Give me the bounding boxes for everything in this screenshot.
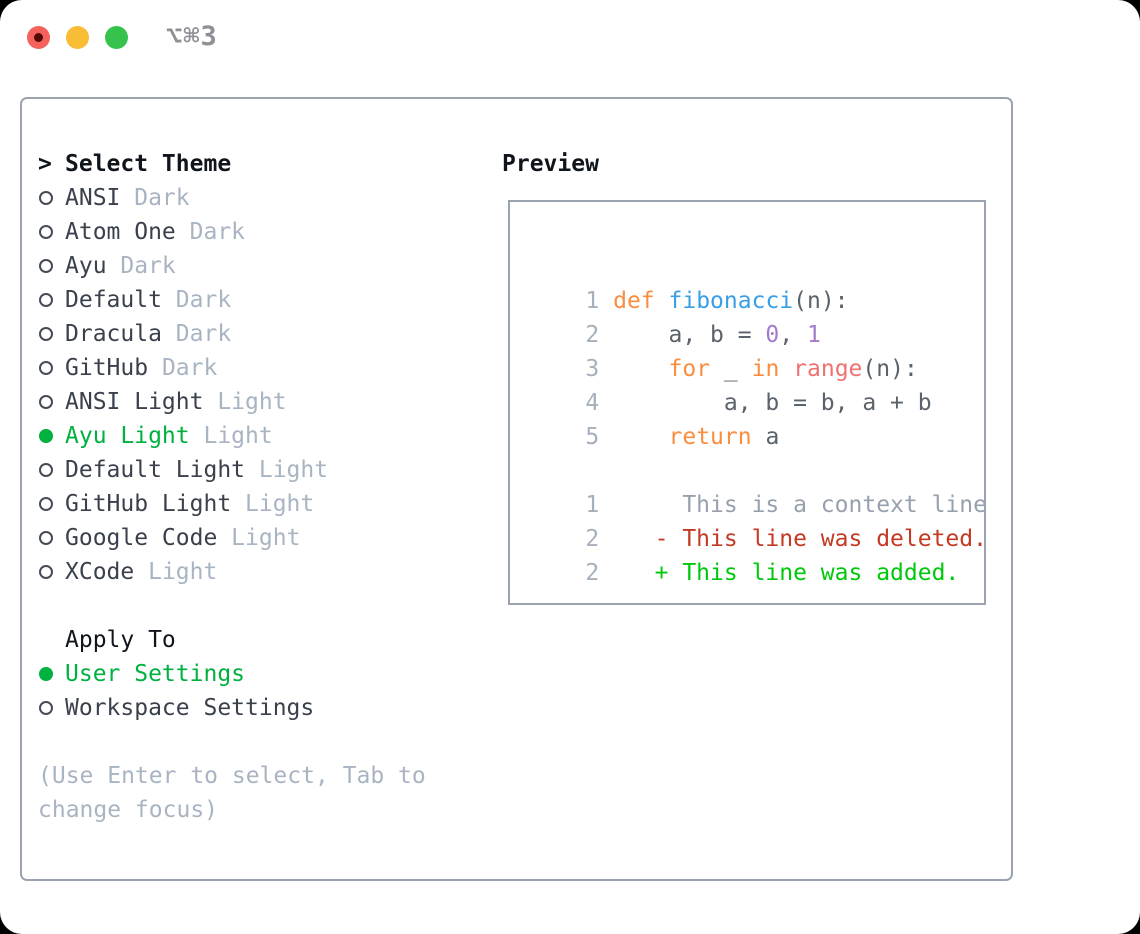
hint-line-2: change focus) [38,797,219,823]
apply-to-option-workspace-settings[interactable]: Workspace Settings [38,691,426,725]
theme-option-ansi-light-light[interactable]: ANSI Light Light [38,385,426,419]
theme-name: GitHub [65,355,149,381]
radio-icon [39,463,53,477]
line-content: a, b = b, a + b [599,390,932,416]
radio-icon [39,667,53,681]
preview-title: Preview [502,151,599,177]
radio-icon [39,191,53,205]
theme-name: Default [65,287,162,313]
radio-icon [39,225,53,239]
theme-variant: Light [134,559,218,585]
line-content: return a [668,424,780,450]
theme-list: ANSI Dark Atom One Dark Ayu Dark Default… [38,181,426,589]
unsaved-dot-icon [34,33,43,42]
radio-icon [39,531,53,545]
apply-to-title: Apply To [65,627,176,653]
apply-to-option-user-settings[interactable]: User Settings [38,657,426,691]
zoom-button[interactable] [105,26,128,49]
theme-name: Dracula [65,321,162,347]
theme-variant: Dark [161,287,232,313]
theme-option-github-light-light[interactable]: GitHub Light Light [38,487,426,521]
line-number: 2 [585,560,600,586]
theme-variant: Light [245,457,329,483]
radio-icon [39,327,53,341]
radio-icon [39,395,53,409]
theme-name: Atom One [65,219,176,245]
theme-variant: Light [189,423,273,449]
code-line: 5 return a [530,386,984,450]
code-line: 3 for _ in range(n): [530,318,984,382]
radio-icon [39,497,53,511]
line-number: 1 [585,288,600,314]
theme-option-xcode-light[interactable]: XCode Light [38,555,426,589]
theme-variant: Dark [161,321,232,347]
line-number: 2 [585,322,600,348]
line-number: 5 [585,424,600,450]
window-title: ⌥⌘3 [166,21,218,52]
spacer-row [38,589,426,623]
theme-list-column: > Select Theme ANSI Dark Atom One Dark Ay… [38,147,426,827]
theme-picker-panel: > Select Theme ANSI Dark Atom One Dark Ay… [20,97,1013,881]
radio-icon [39,701,53,715]
code-line: 2 - This line was deleted. [530,488,984,552]
line-content: a, b = 0, 1 [599,322,821,348]
theme-option-google-code-light[interactable]: Google Code Light [38,521,426,555]
line-number: 4 [585,390,600,416]
apply-to-label: Workspace Settings [65,695,315,721]
theme-variant: Dark [120,185,190,211]
theme-name: GitHub Light [65,491,232,517]
close-button[interactable] [27,26,50,49]
line-content: + This line was added. [599,560,960,586]
theme-name: ANSI [65,185,121,211]
theme-name: ANSI Light [65,389,204,415]
radio-icon [39,565,53,579]
theme-name: Ayu Light [65,423,190,449]
theme-option-dracula-dark[interactable]: Dracula Dark [38,317,426,351]
radio-icon [39,259,53,273]
theme-option-ayu-dark[interactable]: Ayu Dark [38,249,426,283]
theme-variant: Light [203,389,287,415]
code-line: 1 This is a context line. [530,454,984,518]
theme-name: XCode [65,559,135,585]
apply-to-label: User Settings [65,661,246,687]
line-content: - This line was deleted. [599,526,986,552]
code-preview: 1 def fibonacci(n): 2 a, b = 0, 1 3 for … [530,250,984,586]
theme-option-atom-one-dark[interactable]: Atom One Dark [38,215,426,249]
theme-name: Google Code [65,525,218,551]
hint-line-1: (Use Enter to select, Tab to [38,763,426,789]
theme-variant: Dark [175,219,246,245]
line-content: for _ in range(n): [668,356,918,382]
cursor-prefix-icon: > [38,151,52,177]
radio-icon [39,293,53,307]
select-theme-header-row: > Select Theme [38,147,426,181]
code-line: 1 def fibonacci(n): [530,250,984,314]
line-content: This is a context line. [599,492,986,518]
line-content: def fibonacci(n): [613,288,849,314]
theme-option-default-light-light[interactable]: Default Light Light [38,453,426,487]
minimize-button[interactable] [66,26,89,49]
radio-icon [39,361,53,375]
line-number: 3 [585,356,600,382]
theme-name: Default Light [65,457,246,483]
radio-icon [39,429,53,443]
theme-option-ansi-dark[interactable]: ANSI Dark [38,181,426,215]
preview-pane: 1 def fibonacci(n): 2 a, b = 0, 1 3 for … [508,200,986,605]
line-number: 2 [585,526,600,552]
theme-option-ayu-light-light[interactable]: Ayu Light Light [38,419,426,453]
theme-variant: Light [217,525,301,551]
theme-variant: Dark [148,355,218,381]
spacer-row [38,725,426,759]
select-theme-title: Select Theme [65,151,232,177]
code-line: 4 a, b = b, a + b [530,352,984,416]
theme-option-default-dark[interactable]: Default Dark [38,283,426,317]
line-number: 1 [585,492,600,518]
code-line: 2 a, b = 0, 1 [530,284,984,348]
theme-variant: Dark [106,253,176,279]
theme-option-github-dark[interactable]: GitHub Dark [38,351,426,385]
apply-to-header-row: Apply To [38,623,426,657]
code-line: 2 + This line was added. [530,522,984,586]
theme-variant: Light [231,491,315,517]
theme-name: Ayu [65,253,107,279]
apply-to-list: User Settings Workspace Settings [38,657,426,725]
